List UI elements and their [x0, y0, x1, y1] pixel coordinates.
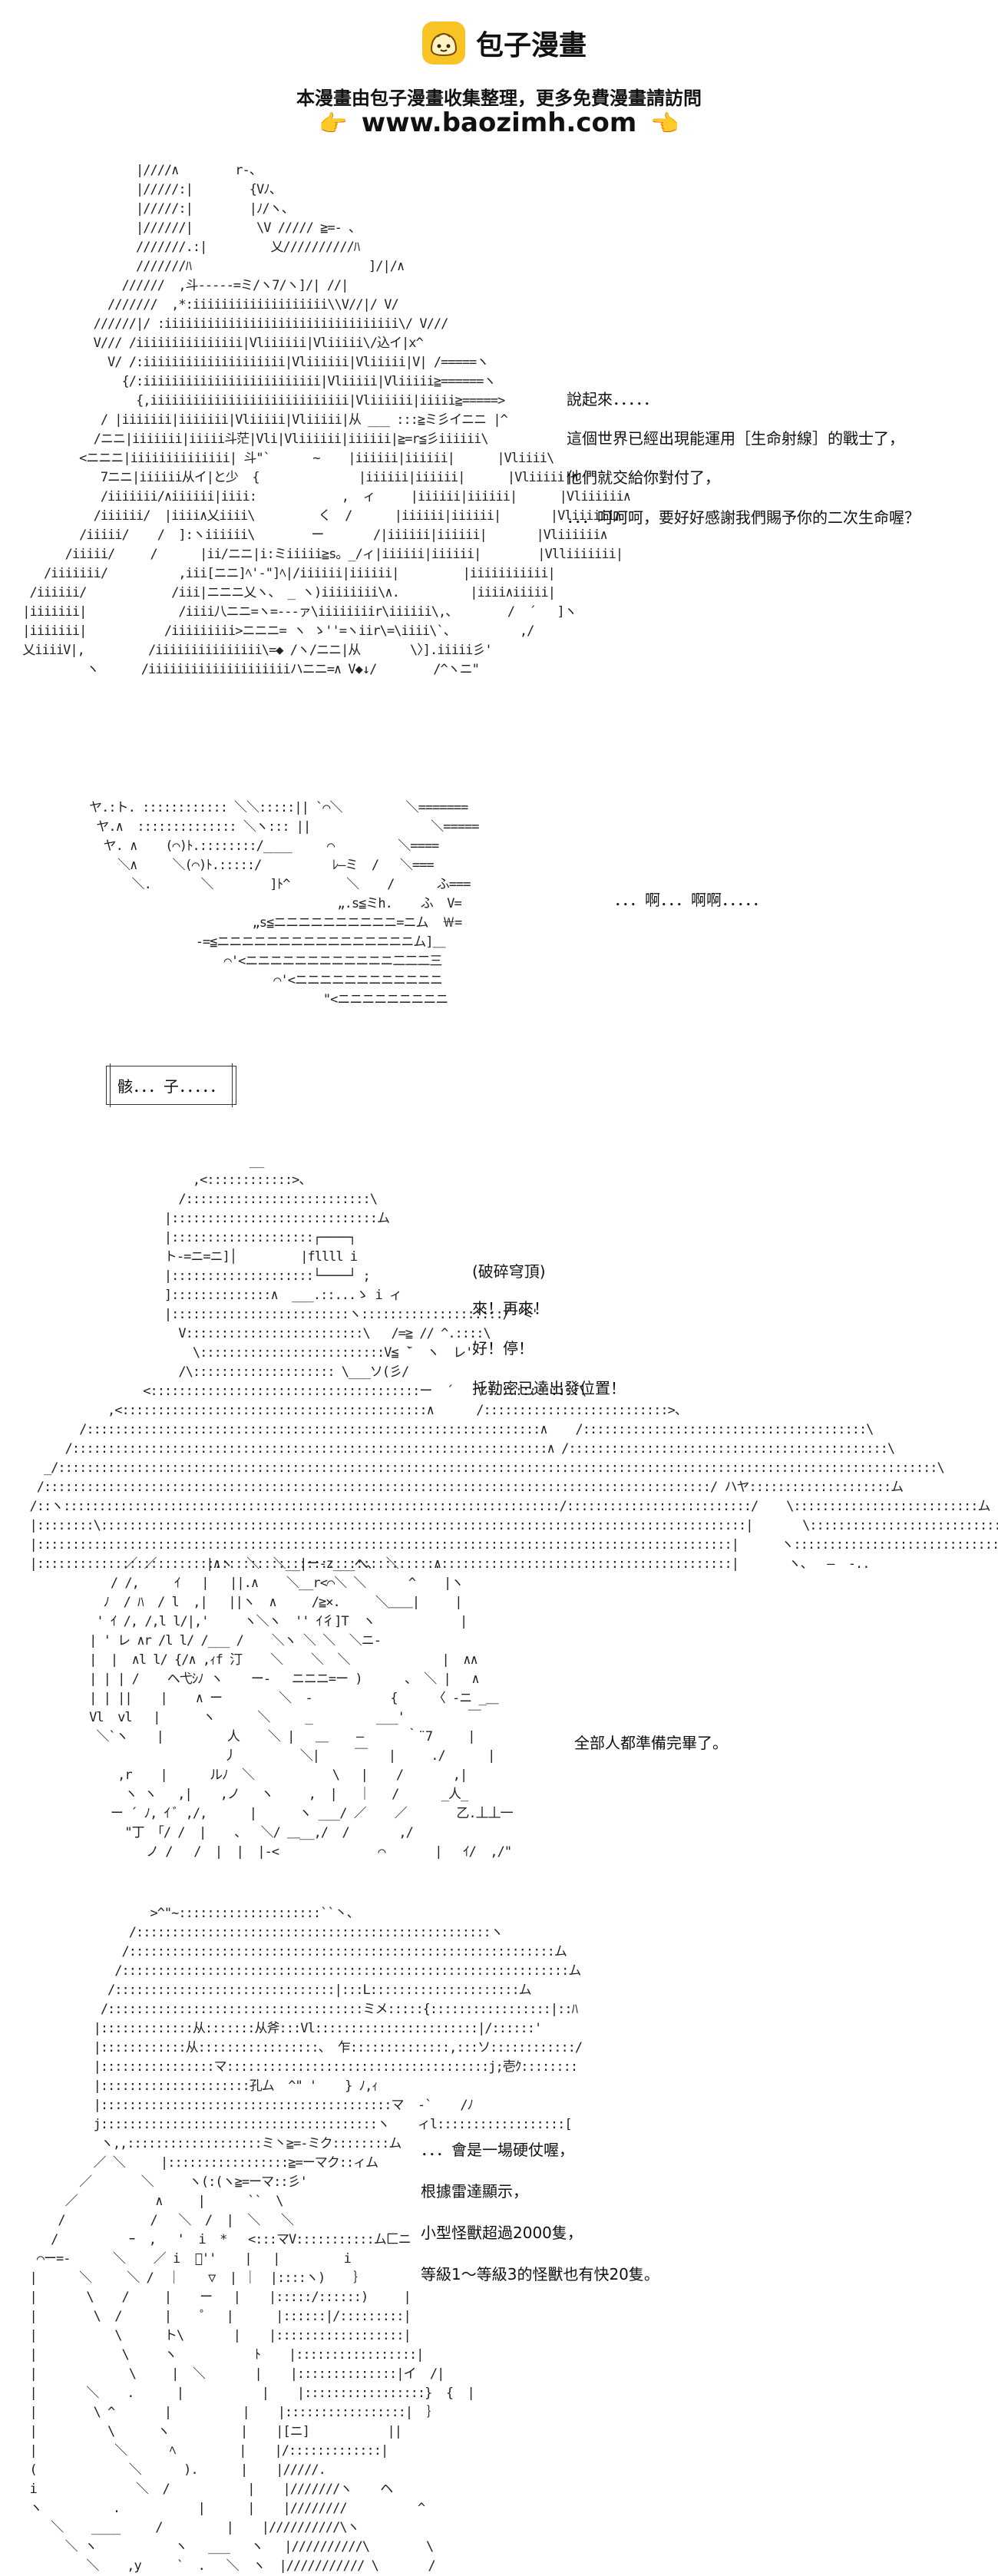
ascii-art-panel-3: __ ,<::::::::::::>、 /:::::::::::::::::::…	[29, 1153, 998, 1572]
ascii-art-panel-4: ／ ／ |∧ヽ ＼ ＼__|ー-z___へ、 ＼ ∧ / /, ｲ | ||.∧…	[89, 1556, 513, 1860]
ascii-art-panel-1: |////∧ r-、 |/////:| {Vﾉ、 |/////:| |ﾉ/ヽ、 …	[22, 163, 631, 677]
p1-line-1: 說起來．．．．．	[567, 390, 659, 408]
p1-line-4: ．．．呵呵呵，要好好感謝我們賜予你的二次生命喔？	[567, 508, 920, 527]
p6-line-4: 等級1～等級3的怪獸也有快20隻。	[421, 2265, 659, 2283]
site-url-row: 👉 www.baozimh.com 👈	[0, 107, 998, 138]
p2-line: ．．．啊．．．啊啊．．．．．	[614, 891, 768, 909]
bun-logo-icon	[422, 21, 465, 64]
p1-line-2: 這個世界已經出現能運用［生命射線］的戰士了，	[567, 429, 904, 448]
p5-line: 全部人都準備完畢了。	[574, 1734, 728, 1752]
site-logo[interactable]: 包子漫畫	[421, 18, 587, 68]
logo-text: 包子漫畫	[476, 30, 587, 61]
p6-line-2: 根據雷達顯示，	[421, 2182, 528, 2201]
p3-caption-box: 骸．．．子．．．．．	[106, 1063, 236, 1107]
p4-line-1: (破碎穹頂)	[472, 1262, 546, 1281]
ascii-art-panel-2: ヤ.:ト. :::::::::::: ＼＼:::::|| `⌒＼ ＼======…	[89, 800, 479, 1007]
pointing-right-hand-icon: 👉	[319, 111, 348, 137]
p4-line-2: 來！再來！	[472, 1299, 549, 1318]
site-url-link[interactable]: www.baozimh.com	[361, 107, 637, 138]
p6-line-3: 小型怪獸超過2000隻，	[421, 2224, 583, 2242]
p1-line-3: 他們就交給你對付了，	[567, 468, 720, 487]
ascii-art-panel-5: >^"~::::::::::::::::::::``丶、 /::::::::::…	[29, 1906, 583, 2574]
pointing-left-hand-icon: 👈	[650, 111, 679, 137]
p4-line-3: 好！停！	[472, 1339, 534, 1357]
site-header: 包子漫畫 本漫畫由包子漫畫收集整理，更多免費漫畫請訪問 👉 www.baozimh…	[0, 0, 998, 146]
site-notice: 本漫畫由包子漫畫收集整理，更多免費漫畫請訪問	[296, 88, 702, 109]
p4-line-4: 托勒密已達出發位置！	[472, 1379, 626, 1397]
p6-line-1: ．．．會是一場硬仗喔，	[421, 2141, 574, 2159]
